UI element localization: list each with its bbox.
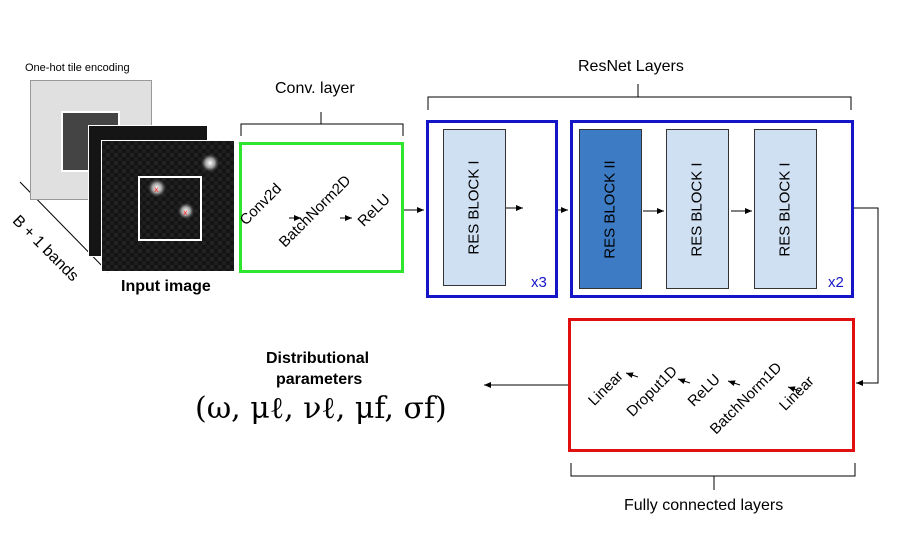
resnet-to-fc-path — [852, 207, 879, 386]
res-block-ii: RES BLOCK II — [579, 129, 642, 289]
conv-box — [239, 142, 404, 273]
output-formula: (ω, μℓ, νℓ, μf, σf) — [195, 391, 447, 426]
output-title-line1: Distributional — [266, 350, 370, 367]
input-image-content: x x — [102, 141, 234, 271]
fc-title: Fully connected layers — [624, 497, 784, 514]
fc-box — [568, 318, 855, 452]
resnet-group-2 — [570, 120, 854, 298]
conv-brace — [240, 112, 404, 136]
input-image-label: Input image — [121, 278, 211, 295]
resnet-brace — [427, 84, 852, 110]
svg-text:x: x — [154, 185, 159, 194]
resnet-group-1 — [426, 120, 558, 298]
res-block-i-group1: RES BLOCK I — [443, 129, 506, 286]
group1-multiplier: x3 — [531, 274, 547, 291]
resnet-title: ResNet Layers — [578, 58, 684, 75]
res-block-i-b: RES BLOCK I — [754, 129, 817, 289]
fc-brace — [570, 463, 856, 490]
input-image: x x — [101, 140, 235, 272]
conv-title: Conv. layer — [275, 80, 355, 97]
encoding-label: One-hot tile encoding — [25, 62, 130, 74]
svg-text:x: x — [183, 208, 188, 217]
res-block-i-a: RES BLOCK I — [666, 129, 729, 289]
output-title-line2: parameters — [276, 371, 363, 388]
group2-multiplier: x2 — [828, 274, 844, 291]
